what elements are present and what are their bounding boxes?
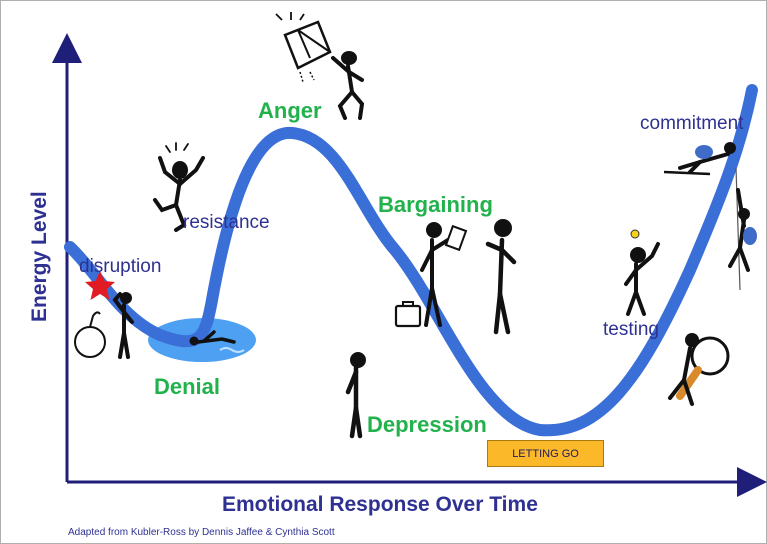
annotation-disruption: disruption bbox=[79, 256, 162, 277]
letting-go-box: LETTING GO bbox=[487, 440, 604, 467]
letting-go-label: LETTING GO bbox=[512, 447, 579, 460]
swimmer-in-pool bbox=[189, 330, 236, 346]
figure-throwing-box bbox=[275, 12, 365, 120]
figure-pointing bbox=[485, 219, 517, 335]
stage-denial-label: Denial bbox=[154, 374, 221, 399]
figure-with-clipboard bbox=[420, 222, 468, 327]
figure-with-briefcase bbox=[394, 301, 422, 328]
lightbulb-icon bbox=[630, 229, 640, 239]
annotation-commitment: commitment bbox=[640, 113, 744, 134]
stage-depression-label: Depression bbox=[367, 412, 487, 437]
source-credit: Adapted from Kubler-Ross by Dennis Jaffe… bbox=[68, 527, 335, 538]
head-down-figure bbox=[345, 352, 366, 439]
screaming-figure bbox=[153, 142, 205, 232]
stage-anger-label: Anger bbox=[258, 98, 322, 123]
annotation-testing: testing bbox=[603, 319, 659, 340]
annotation-resistance: resistance bbox=[183, 212, 270, 233]
disruption-star-icon bbox=[85, 271, 115, 300]
magnifying-glass bbox=[668, 333, 730, 406]
climbers-on-rope bbox=[663, 142, 757, 291]
y-axis-label: Energy Level bbox=[28, 191, 51, 322]
figure-with-lightbulb bbox=[624, 229, 660, 316]
stick-figure-hand-on-head bbox=[112, 292, 134, 359]
stage-bargaining-label: Bargaining bbox=[378, 192, 493, 217]
bomb-icon bbox=[74, 311, 106, 358]
x-axis-label: Emotional Response Over Time bbox=[222, 493, 538, 516]
